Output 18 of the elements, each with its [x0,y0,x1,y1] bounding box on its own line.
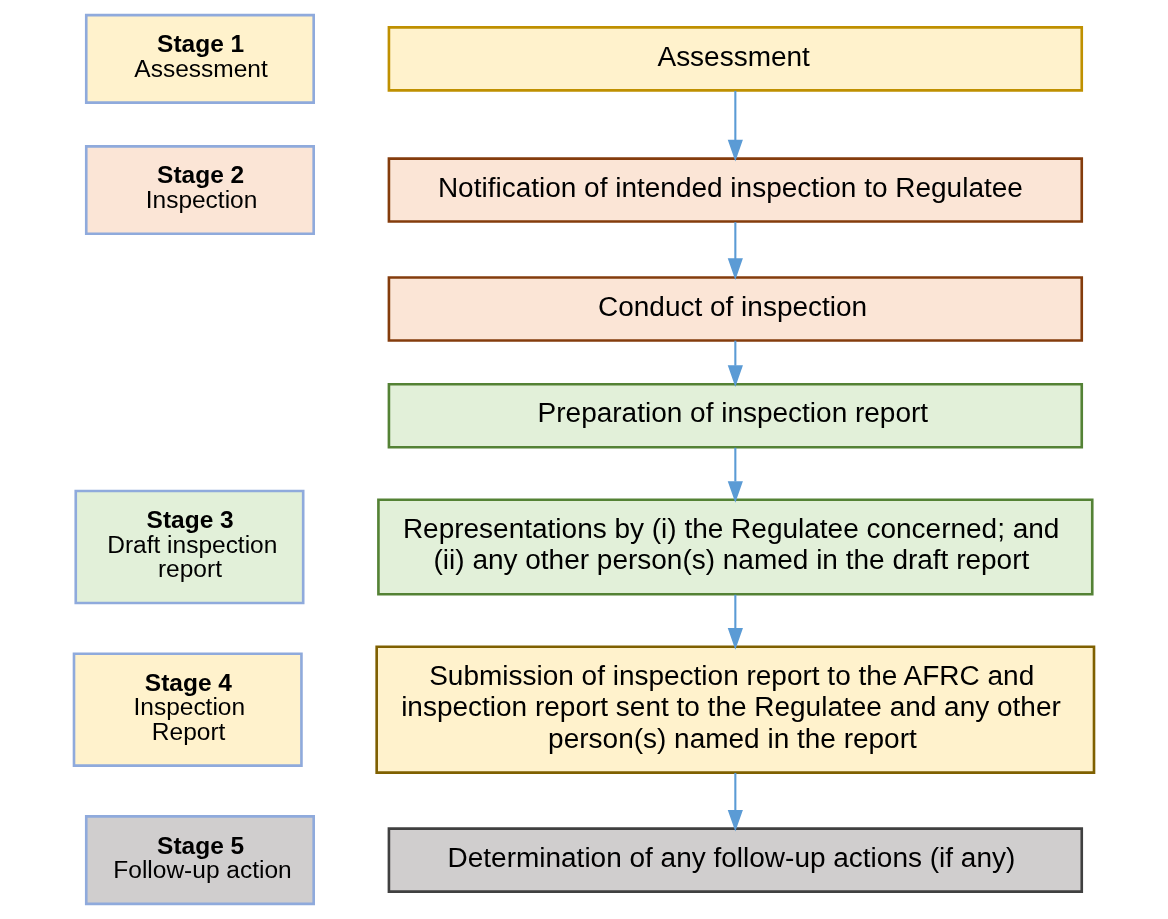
node-box: Submission of inspection report to the AFRC and inspection report sent to the Regulatee and any other person(s) named in the report [375,645,1096,774]
arrow [727,594,743,650]
node-box: Notification of intended inspection to Regulatee [387,157,1084,223]
node-box: Preparation of inspection report [387,382,1084,449]
arrow [727,222,743,280]
node-box: Determination of any follow-up actions (if any) [387,827,1084,893]
node-box: Assessment [387,26,1084,92]
node-box: Stage 4 Inspection Report [72,652,303,767]
arrow [727,340,743,388]
node-box: Representations by (i) the Regulatee concerned; and (ii) any other person(s) named in the draft report [377,498,1094,596]
node-box: Stage 5 Follow-up action [84,815,315,906]
arrow [727,772,743,832]
arrow [727,447,743,503]
node-box: Conduct of inspection [387,276,1084,342]
node-box: Stage 2 Inspection [84,145,315,236]
node-box: Stage 1 Assessment [84,13,315,104]
node-box: Stage 3 Draft inspection report [74,489,305,605]
arrow [727,90,743,162]
